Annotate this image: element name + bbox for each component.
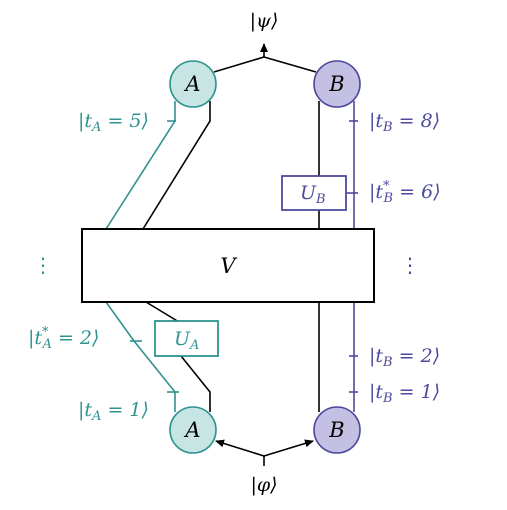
wire-a-top-to-v (142, 101, 211, 230)
v-box: V (81, 228, 375, 303)
right-ellipsis: ⋮ (400, 253, 420, 277)
label-tb1: |tB = 1⟩ (369, 381, 440, 406)
phi-to-a-arrow (215, 439, 265, 457)
label-ta5: |tA = 5⟩ (78, 110, 149, 135)
phi-state-label: |φ⟩ (250, 474, 277, 496)
v-box-label: V (220, 254, 237, 278)
left-ellipsis: ⋮ (33, 253, 53, 277)
wire-a-to-psi (213, 56, 265, 73)
teal-clock-wires (105, 101, 179, 412)
label-tb8: |tB = 8⟩ (369, 110, 440, 135)
node-a-top-label: A (183, 72, 200, 96)
node-b-bottom-label: B (328, 418, 344, 442)
top-black-wires (142, 43, 320, 230)
wire-ua-to-a-bottom (180, 355, 211, 412)
node-a-top: A (169, 60, 217, 108)
phi-to-b-arrow (263, 439, 314, 457)
teal-wire-v-to-ua (105, 301, 135, 342)
node-b-top: B (313, 60, 361, 108)
label-ta1: |tA = 1⟩ (78, 399, 149, 424)
node-a-bottom: A (169, 406, 217, 454)
bottom-black-wires (145, 301, 320, 466)
label-tb-star6: |t*B = 6⟩ (369, 179, 441, 206)
purple-clock-wires (346, 101, 358, 412)
wire-b-to-psi (263, 56, 317, 73)
node-b-top-label: B (328, 72, 344, 96)
node-b-bottom: B (313, 406, 361, 454)
node-a-bottom-label: A (183, 418, 200, 442)
psi-state-label: |ψ⟩ (250, 10, 279, 32)
label-tb2: |tB = 2⟩ (369, 345, 440, 370)
ub-box: UB (281, 175, 347, 211)
label-ta-star2: |t*A = 2⟩ (28, 325, 99, 352)
wire-v-to-ua (145, 301, 180, 323)
ua-box: UA (154, 320, 219, 357)
